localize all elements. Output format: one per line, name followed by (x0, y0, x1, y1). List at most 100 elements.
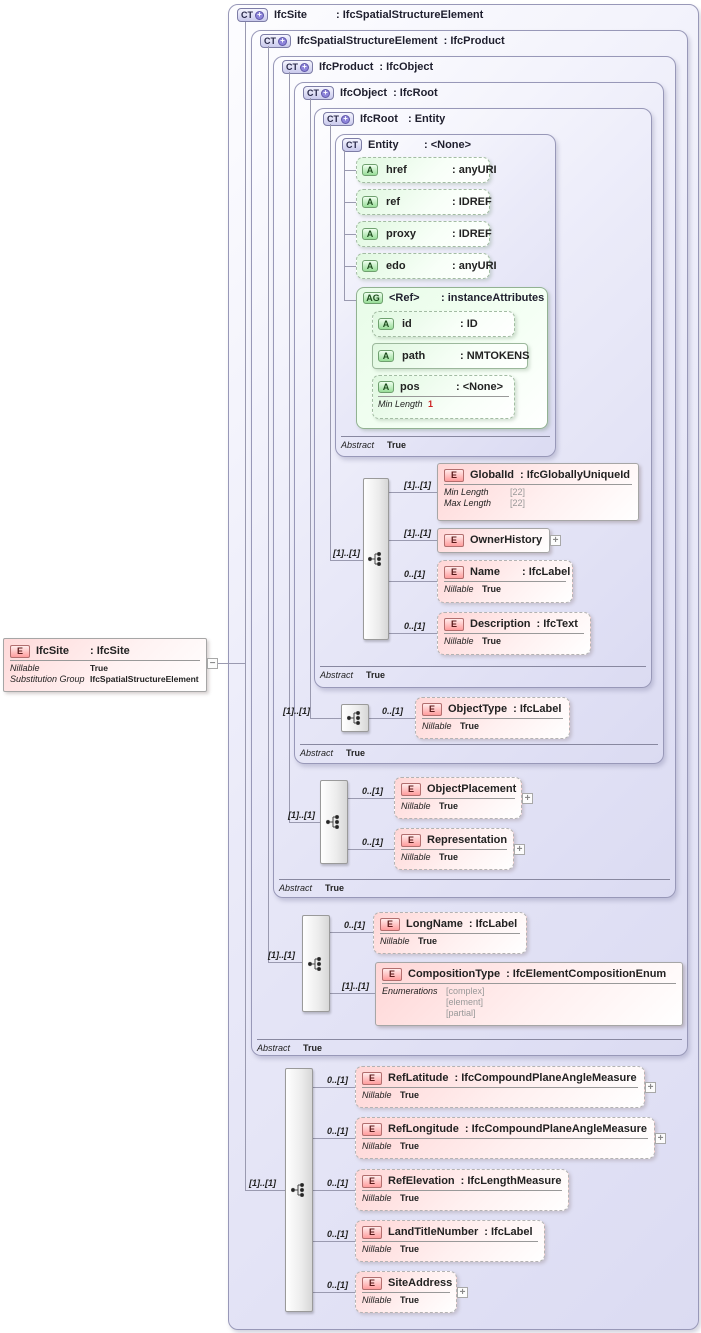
sequence-connector[interactable] (302, 915, 330, 1012)
facet-value: [element] (446, 997, 484, 1007)
cardinality-label: [1]..[1] (404, 528, 431, 538)
facet-value: [complex] (446, 986, 485, 996)
sequence-connector[interactable] (285, 1068, 313, 1312)
facet-label: Nillable (380, 936, 410, 946)
expand-button[interactable]: + (645, 1082, 656, 1093)
element-type: : IfcText (536, 618, 578, 630)
ct-name: IfcObject (340, 87, 388, 99)
element-icon: E (444, 565, 464, 579)
element-type: : IfcLengthMeasure (460, 1175, 562, 1187)
cardinality-label: 0..[1] (362, 786, 384, 796)
divider (422, 718, 563, 719)
sequence-connector[interactable] (341, 704, 369, 732)
ct-header-sse: CT+ IfcSpatialStructureElement : IfcProd… (260, 34, 505, 48)
expand-plus-icon[interactable]: + (300, 62, 309, 72)
expand-button[interactable]: + (550, 535, 561, 546)
attribute-icon: A (362, 260, 378, 272)
connector-line (344, 150, 345, 300)
connector-line (310, 718, 341, 719)
divider (362, 1190, 562, 1191)
expand-button[interactable]: + (457, 1287, 468, 1298)
facet-value: True (482, 584, 502, 594)
divider (444, 484, 632, 485)
expand-plus-icon[interactable]: + (341, 114, 350, 124)
facet-label: Max Length (444, 498, 492, 508)
element-icon: E (422, 702, 442, 716)
complex-type-icon: CT (342, 138, 362, 152)
connector-line (245, 22, 246, 1190)
facet-value: [partial] (446, 1008, 476, 1018)
element-icon: E (444, 468, 464, 482)
complex-type-icon: CT+ (282, 60, 313, 74)
expand-button[interactable]: + (514, 844, 525, 855)
facet-label: Nillable (422, 721, 452, 731)
facet-value: [22] (510, 498, 526, 508)
element-icon: E (444, 617, 464, 631)
divider (401, 798, 515, 799)
sequence-icon (347, 711, 361, 725)
attribute-icon: A (362, 196, 378, 208)
expand-plus-icon[interactable]: + (321, 88, 330, 98)
collapse-button[interactable]: − (207, 658, 218, 669)
element-type: : IfcCompoundPlaneAngleMeasure (464, 1123, 648, 1135)
connector-line (330, 993, 375, 994)
cardinality-label: [1]..[1] (342, 981, 369, 991)
attribute-name: id (402, 318, 412, 330)
divider (362, 1292, 450, 1293)
ct-base-type: : Entity (408, 113, 446, 125)
element-type: : IfcLabel (484, 1226, 533, 1238)
element-icon: E (401, 782, 421, 796)
expand-button[interactable]: + (522, 793, 533, 804)
cardinality-label: 0..[1] (327, 1178, 349, 1188)
facet-label: Nillable (401, 801, 431, 811)
sequence-connector[interactable] (320, 780, 348, 864)
cardinality-label: 0..[1] (327, 1126, 349, 1136)
facet-value: True (346, 748, 366, 758)
ct-header-object: CT+ IfcObject : IfcRoot (303, 86, 438, 100)
connector-line (313, 1087, 355, 1088)
facet-value: True (400, 1090, 420, 1100)
expand-plus-icon[interactable]: + (278, 36, 287, 46)
element-name: LongName (406, 918, 463, 930)
divider (382, 983, 676, 984)
connector-line (330, 932, 373, 933)
facet-value: True (400, 1141, 420, 1151)
expand-button[interactable]: + (655, 1133, 666, 1144)
sequence-connector[interactable] (363, 478, 389, 640)
connector-line (313, 1292, 355, 1293)
cardinality-label: [1]..[1] (333, 548, 360, 558)
ct-name: IfcSite (274, 9, 308, 21)
attribute-type: : anyURI (452, 164, 497, 176)
expand-plus-icon[interactable]: + (255, 10, 264, 20)
divider (378, 396, 509, 397)
element-name: LandTitleNumber (388, 1226, 479, 1238)
element-name: RefLongitude (388, 1123, 459, 1135)
element-name: RefLatitude (388, 1072, 449, 1084)
divider (444, 581, 566, 582)
